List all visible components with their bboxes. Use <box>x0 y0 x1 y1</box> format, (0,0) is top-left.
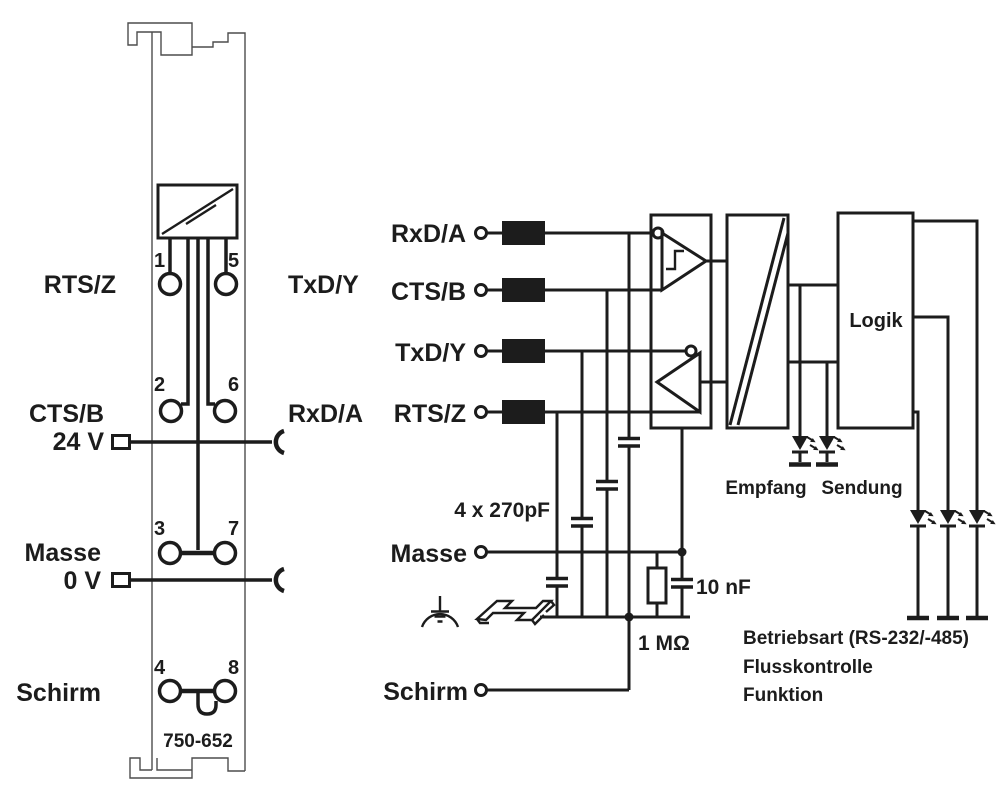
pin-8-number: 8 <box>228 657 239 679</box>
label-masse: Masse <box>25 539 102 567</box>
power-supply-diagonal <box>161 187 234 236</box>
filter-block-txd-icon <box>502 339 545 363</box>
part-number: 750-652 <box>163 731 233 752</box>
label-24v: 24 V <box>53 428 105 456</box>
filter-block-rts-icon <box>502 400 545 424</box>
logic-block: Logik <box>836 211 915 430</box>
schirm-terminal-icon <box>474 683 488 697</box>
ground-rail: Schirm <box>383 596 690 706</box>
pin-3-number: 3 <box>154 518 165 540</box>
led-empfang-icon <box>789 436 820 467</box>
filter-block-cts-icon <box>502 278 545 302</box>
isolation-block <box>725 213 790 430</box>
led-funktion-icon <box>966 510 997 621</box>
label-led-sendung: Sendung <box>821 478 902 499</box>
isolation-diagonal <box>736 232 790 426</box>
pin-8-contact <box>212 678 238 704</box>
module-drawing: 1 5 2 6 3 7 4 8 RTS/Z TxD/Y CTS/B RxD/A <box>16 22 363 779</box>
receiver-comparator-icon <box>651 226 709 293</box>
led-flusskontrolle-icon <box>937 510 968 621</box>
hysteresis-icon <box>666 249 684 271</box>
label-0v: 0 V <box>63 567 101 595</box>
resistor-icon <box>646 566 668 605</box>
pin-1-contact <box>157 271 183 297</box>
capacitor-icon <box>546 576 568 588</box>
junction-dot <box>624 612 634 622</box>
led-sendung-icon <box>816 436 847 467</box>
label-cts-b: CTS/B <box>29 400 104 428</box>
pin-7-contact <box>212 540 238 566</box>
pin-2-contact <box>158 398 184 424</box>
module-latch-outline <box>156 758 192 771</box>
status-leds: Empfang Sendung <box>725 436 903 499</box>
module-outline <box>127 22 246 779</box>
module-pin-numbers: 1 5 2 6 3 7 4 8 <box>154 250 239 679</box>
pin-1-number: 1 <box>154 250 165 272</box>
power-feed-0v <box>111 566 285 594</box>
label-filter-caps: 4 x 270pF <box>454 499 550 522</box>
driver-amplifier-icon <box>654 344 702 415</box>
pin-5-contact <box>213 271 239 297</box>
module-labels: RTS/Z TxD/Y CTS/B RxD/A 24 V Masse 0 V S… <box>16 271 363 752</box>
label-10nf: 10 nF <box>696 576 751 599</box>
pin-6-contact <box>212 398 238 424</box>
mode-leds: Betriebsart (RS-232/-485) Flusskontrolle… <box>743 219 997 706</box>
capacitor-icon <box>596 479 618 491</box>
schematic-label-txd-y: TxD/Y <box>395 339 466 367</box>
input-terminal-rxd-icon <box>474 226 488 240</box>
schematic-label-schirm: Schirm <box>383 678 468 706</box>
terminal-24v-icon <box>111 434 131 450</box>
signal-inputs: RxD/A CTS/B TxD/Y RTS/Z <box>391 220 700 428</box>
led-betriebsart-icon <box>907 510 938 621</box>
schematic-label-cts-b: CTS/B <box>391 278 466 306</box>
masse-terminal-icon <box>474 545 488 559</box>
module-internal-wires <box>168 238 228 716</box>
legend-betriebsart: Betriebsart (RS-232/-485) <box>743 628 969 649</box>
pin-4-number: 4 <box>154 657 166 679</box>
module-pins <box>157 271 239 704</box>
pin-3-contact <box>157 540 183 566</box>
transceiver-block <box>649 213 727 552</box>
input-terminal-rts-icon <box>474 405 488 419</box>
input-terminal-cts-icon <box>474 283 488 297</box>
pin-4-contact <box>157 678 183 704</box>
din-rail-icon <box>474 599 556 626</box>
label-rts-z: RTS/Z <box>44 271 116 299</box>
capacitor-icon <box>618 436 640 448</box>
logic-link-wires <box>788 283 838 436</box>
legend-flusskontrolle: Flusskontrolle <box>743 657 873 678</box>
capacitor-icon <box>571 516 593 528</box>
pin-5-number: 5 <box>228 250 239 272</box>
label-logik: Logik <box>849 310 903 332</box>
filter-block-rxd-icon <box>502 221 545 245</box>
label-schirm: Schirm <box>16 679 101 707</box>
masse-net: Masse <box>391 540 687 568</box>
terminal-0v-icon <box>111 572 131 588</box>
filter-capacitors: 4 x 270pF <box>454 233 640 690</box>
circuit-schematic: RxD/A CTS/B TxD/Y RTS/Z <box>383 211 997 706</box>
power-supply-box <box>156 183 239 240</box>
legend-funktion: Funktion <box>743 685 823 706</box>
rc-network: 10 nF 1 MΩ <box>638 552 751 655</box>
capacitor-10nf-icon <box>671 577 693 589</box>
power-jumper-contact-0v-icon <box>273 566 285 594</box>
pin-2-number: 2 <box>154 374 165 396</box>
label-1mohm: 1 MΩ <box>638 632 690 655</box>
schematic-label-rxd-a: RxD/A <box>391 220 466 248</box>
pin-7-number: 7 <box>228 518 239 540</box>
label-led-empfang: Empfang <box>725 478 806 499</box>
label-rxd-a: RxD/A <box>288 400 363 428</box>
power-feed-24v <box>111 428 285 456</box>
label-txd-y: TxD/Y <box>288 271 359 299</box>
shield-hook <box>196 691 218 716</box>
schematic-label-rts-z: RTS/Z <box>394 400 466 428</box>
isolation-diagonal <box>728 217 786 426</box>
pin-6-number: 6 <box>228 374 239 396</box>
functional-earth-icon <box>420 596 460 628</box>
power-jumper-contact-24v-icon <box>273 428 285 456</box>
input-terminal-txd-icon <box>474 344 488 358</box>
power-supply-diagonal-accent <box>185 203 217 226</box>
schematic-label-masse: Masse <box>391 540 468 568</box>
